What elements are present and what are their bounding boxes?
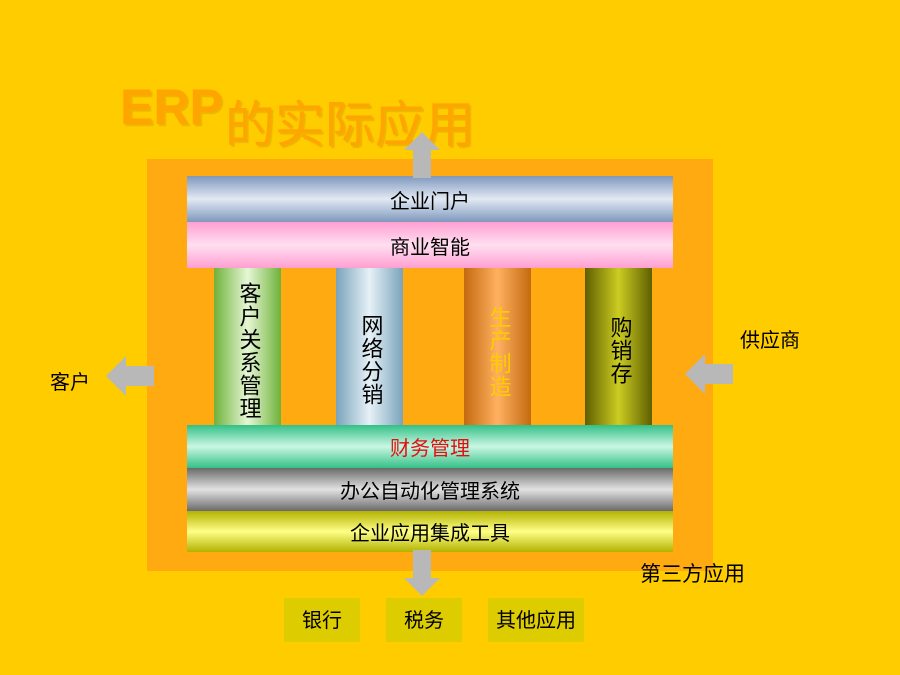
third-party-other: 其他应用 [488, 598, 584, 642]
title-erp: ERP [120, 79, 223, 135]
layer-label: 企业门户 [390, 188, 470, 213]
pillar-purchasing: 购销存 [585, 268, 652, 425]
pillar-label: 生产制造 [485, 306, 511, 398]
box-label: 税务 [404, 607, 444, 632]
pillar-manufacturing: 生产制造 [464, 268, 531, 425]
layer-label: 商业智能 [390, 234, 470, 259]
layer-finance: 财务管理 [187, 425, 673, 468]
customer-label: 客户 [50, 370, 90, 394]
third-party-tax: 税务 [386, 598, 462, 642]
layer-office-automation: 办公自动化管理系统 [187, 468, 673, 511]
layer-label: 财务管理 [390, 436, 470, 460]
arrow-up-icon [404, 132, 440, 178]
page-title: ERP 的实际应用 [120, 80, 475, 160]
pillar-crm: 客户关系管理 [214, 268, 281, 425]
pillar-label: 网络分销 [357, 314, 383, 406]
third-party-label: 第三方应用 [640, 562, 745, 586]
layer-business-intelligence: 商业智能 [187, 222, 673, 268]
title-subtitle: 的实际应用 [224, 96, 475, 154]
pillar-label: 购销存 [606, 316, 632, 385]
arrow-down-icon [404, 550, 440, 596]
box-label: 银行 [302, 607, 342, 632]
third-party-bank: 银行 [284, 598, 360, 642]
layer-integration-tools: 企业应用集成工具 [187, 511, 673, 552]
layer-label: 办公自动化管理系统 [340, 479, 520, 503]
box-label: 其他应用 [496, 607, 576, 632]
pillar-label: 客户关系管理 [235, 282, 261, 420]
layer-enterprise-portal: 企业门户 [187, 176, 673, 222]
pillar-distribution: 网络分销 [336, 268, 403, 425]
arrow-left-icon [685, 354, 733, 394]
supplier-label: 供应商 [740, 328, 800, 352]
arrow-left-icon [106, 356, 154, 396]
layer-label: 企业应用集成工具 [350, 521, 510, 545]
